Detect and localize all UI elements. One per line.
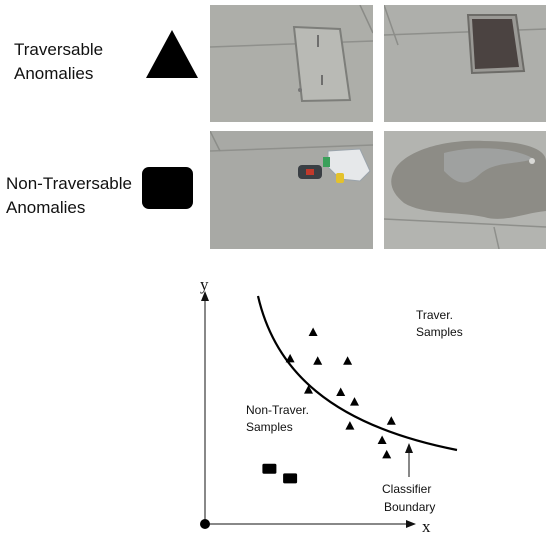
traversable-samples-label-line2: Samples bbox=[416, 325, 463, 339]
traversable-sample-marker bbox=[285, 353, 295, 363]
photo-puddle bbox=[384, 131, 546, 249]
non-traversable-sample-marker bbox=[262, 463, 277, 474]
triangle-icon bbox=[146, 30, 198, 78]
square-icon bbox=[142, 167, 193, 209]
traversable-sample-marker bbox=[313, 356, 323, 365]
classifier-boundary-curve bbox=[256, 295, 458, 452]
classifier-boundary-label-line2: Boundary bbox=[384, 500, 435, 514]
traversable-sample-marker bbox=[345, 421, 355, 430]
traversable-sample-marker bbox=[343, 356, 353, 365]
traversable-sample-marker bbox=[304, 385, 313, 394]
photo-manhole-cover bbox=[210, 5, 373, 122]
non-traversable-samples-label-line2: Samples bbox=[246, 420, 293, 434]
traversable-sample-marker bbox=[382, 449, 392, 459]
traversable-sample-marker bbox=[350, 397, 359, 406]
sample-markers bbox=[262, 327, 396, 484]
classifier-boundary-label-line1: Classifier bbox=[382, 482, 431, 496]
classifier-diagram: y x Traver. Samples Non-Traver. Samples … bbox=[200, 275, 463, 536]
x-axis-label: x bbox=[422, 517, 431, 536]
non-traversable-samples-label-line1: Non-Traver. bbox=[246, 403, 309, 417]
non-traversable-anomalies-label: Non-Traversable Anomalies bbox=[6, 174, 132, 217]
traversable-samples-label-line1: Traver. bbox=[416, 308, 453, 322]
traversable-sample-marker bbox=[336, 387, 346, 396]
traversable-sample-marker bbox=[377, 435, 387, 444]
traversable-sample-marker bbox=[308, 327, 318, 336]
y-axis-label: y bbox=[200, 275, 209, 294]
origin-dot bbox=[200, 519, 210, 529]
traversable-anomalies-label: Traversable Anomalies bbox=[14, 40, 104, 83]
non-traversable-sample-marker bbox=[283, 473, 298, 484]
traversable-sample-marker bbox=[386, 416, 396, 425]
photo-debris bbox=[210, 131, 373, 249]
photo-drain-grate bbox=[384, 5, 546, 122]
